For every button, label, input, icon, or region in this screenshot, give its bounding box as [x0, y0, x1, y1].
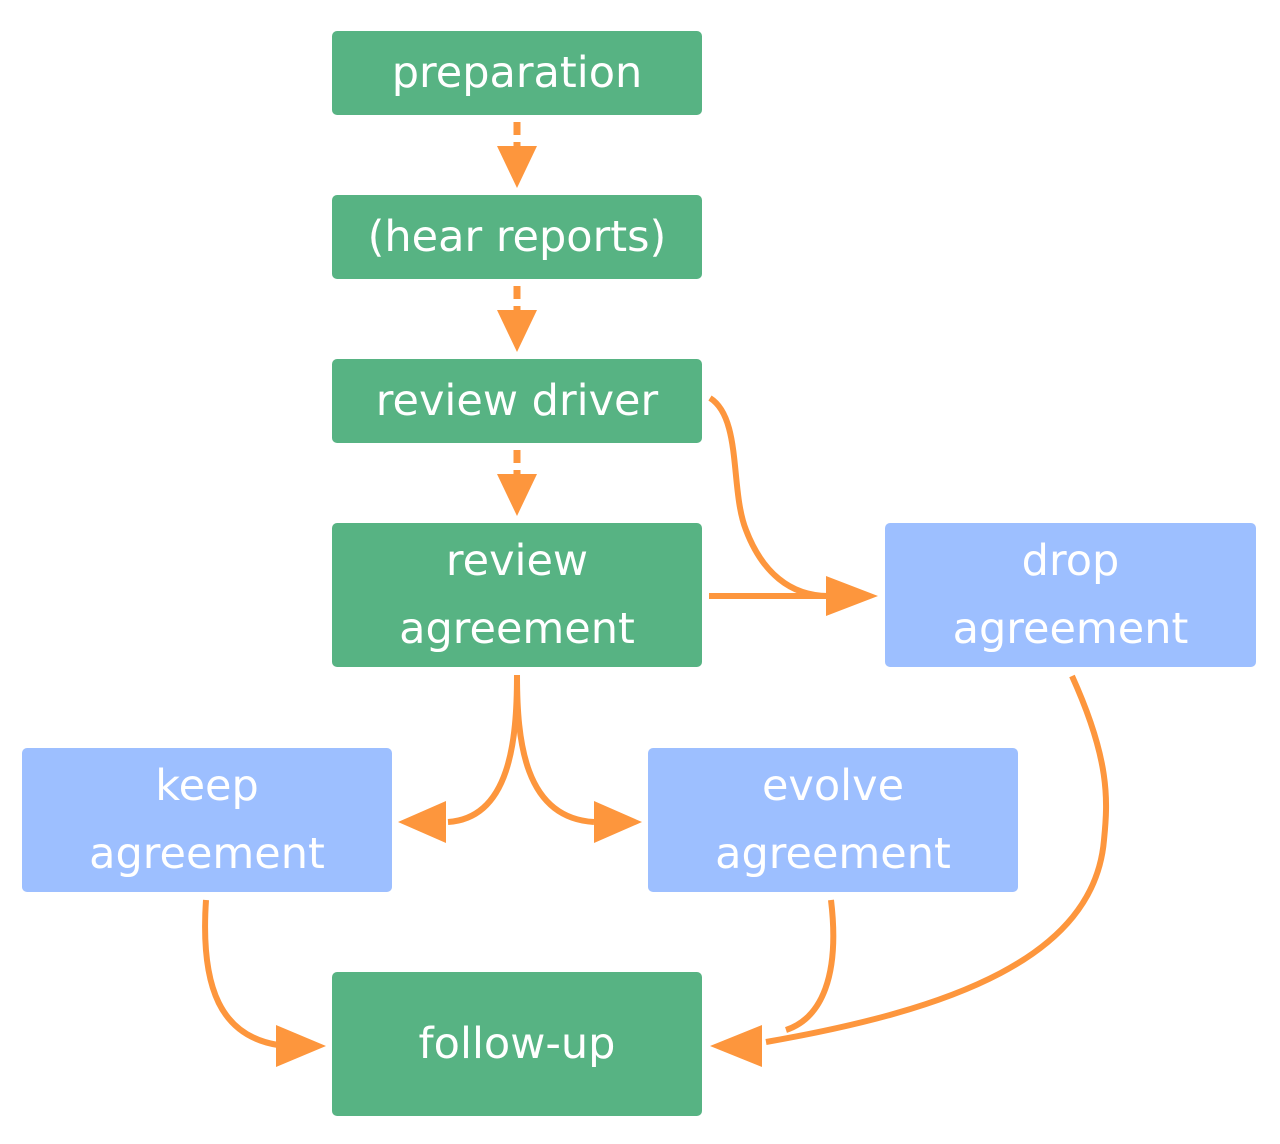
edge-keep-agreement-to-follow-up — [202, 899, 326, 1067]
node-keep-agreement-line1: keep — [155, 761, 259, 811]
node-review-agreement: review agreement — [332, 523, 702, 667]
node-keep-agreement: keep agreement — [22, 748, 392, 892]
edge-review-driver-to-drop-agreement — [708, 395, 829, 599]
node-evolve-agreement: evolve agreement — [648, 748, 1018, 892]
node-evolve-agreement-line1: evolve — [761, 761, 905, 811]
edge-hear-reports-to-review-driver — [497, 286, 537, 352]
arrowhead-icon — [497, 146, 537, 188]
node-hear-reports: (hear reports) — [332, 195, 702, 279]
node-drop-agreement-line1: drop — [1021, 536, 1120, 586]
node-drop-agreement-line2: agreement — [952, 604, 1189, 654]
arrowhead-icon — [826, 576, 878, 616]
node-evolve-agreement-line2: agreement — [715, 829, 951, 879]
node-drop-agreement: drop agreement — [885, 523, 1256, 667]
node-preparation-label: preparation — [391, 48, 643, 98]
node-review-driver-label: review driver — [375, 376, 659, 426]
edge-review-agreement-to-evolve-agreement — [514, 674, 642, 843]
arrowhead-icon — [276, 1025, 326, 1067]
node-hear-reports-label: (hear reports) — [367, 212, 667, 262]
edge-review-agreement-to-keep-agreement — [398, 674, 520, 843]
edge-drop-agreement-to-follow-up — [710, 674, 1110, 1067]
node-review-driver: review driver — [332, 359, 702, 443]
node-preparation: preparation — [332, 31, 702, 115]
node-follow-up-label: follow-up — [418, 1019, 616, 1069]
edge-review-agreement-to-drop-agreement — [709, 576, 878, 616]
edge-review-driver-to-review-agreement — [497, 450, 537, 516]
node-keep-agreement-line2: agreement — [89, 829, 325, 879]
arrowhead-icon — [398, 801, 446, 843]
node-review-agreement-line2: agreement — [399, 604, 635, 654]
arrowhead-icon — [594, 801, 642, 843]
node-review-agreement-line1: review — [445, 536, 589, 586]
edge-evolve-agreement-to-follow-up — [784, 899, 837, 1033]
arrowhead-icon — [710, 1025, 762, 1067]
arrowhead-icon — [497, 310, 537, 352]
arrowhead-icon — [497, 474, 537, 516]
node-follow-up: follow-up — [332, 972, 702, 1116]
edge-preparation-to-hear-reports — [497, 122, 537, 188]
